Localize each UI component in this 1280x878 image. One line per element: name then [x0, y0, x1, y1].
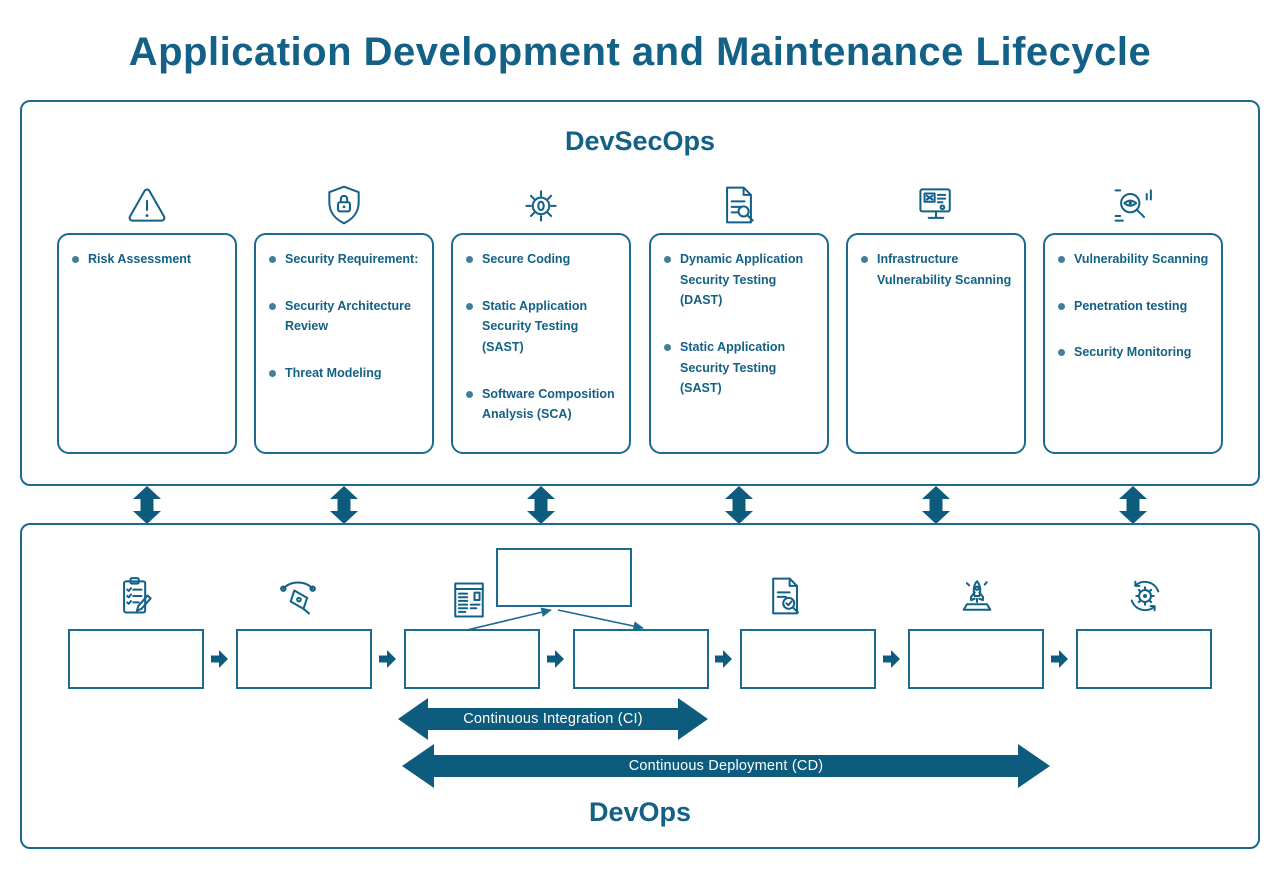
bullet-dot	[1058, 256, 1065, 263]
list-item: Static Application Security Testing (SAS…	[664, 337, 817, 399]
bullet-dot	[269, 302, 276, 310]
stage-box-7	[1076, 629, 1212, 689]
column-box-secure-coding: Secure Coding Static Application Securit…	[451, 233, 631, 454]
stage-flow-arrow	[715, 649, 733, 669]
bullet-dot	[1058, 302, 1065, 310]
stage-box-6	[908, 629, 1044, 689]
list-item: Threat Modeling	[269, 363, 422, 384]
devsecops-panel	[20, 100, 1260, 486]
cd-arrow: Continuous Deployment (CD)	[402, 744, 1050, 788]
stage-flow-arrow	[1051, 649, 1069, 669]
bullet-dot	[466, 302, 473, 310]
floating-box	[496, 548, 632, 607]
rocket-launch-icon	[955, 574, 999, 618]
ci-arrow: Continuous Integration (CI)	[398, 698, 708, 740]
stage-flow-arrow	[547, 649, 565, 669]
bidirectional-flow-arrow	[724, 486, 754, 524]
bullet-dot	[861, 256, 868, 263]
warning-triangle-icon	[125, 183, 169, 227]
bidirectional-flow-arrow	[921, 486, 951, 524]
stage-flow-arrow	[211, 649, 229, 669]
column-box-infrastructure-scanning: Infrastructure Vulnerability Scanning	[846, 233, 1026, 454]
bidirectional-flow-arrow	[329, 486, 359, 524]
test-document-icon	[764, 574, 808, 618]
monitor-scan-icon	[914, 183, 958, 227]
bullet-dot	[466, 390, 473, 398]
bullet-dot	[269, 256, 276, 263]
bidirectional-flow-arrow	[1118, 486, 1148, 524]
column-box-security-testing: Dynamic Application Security Testing (DA…	[649, 233, 829, 454]
stage-box-2	[236, 629, 372, 689]
list-item: Software Composition Analysis (SCA)	[466, 384, 619, 425]
column-box-monitoring: Vulnerability Scanning Penetration testi…	[1043, 233, 1223, 454]
list-item: Risk Assessment	[72, 249, 225, 270]
search-monitoring-icon	[1111, 183, 1155, 227]
list-item: Security Requirement:	[269, 249, 422, 270]
floating-box-connector-arrows	[466, 607, 644, 631]
list-item: Security Monitoring	[1058, 342, 1211, 363]
clipboard-plan-icon	[114, 574, 158, 618]
stage-flow-arrow	[883, 649, 901, 669]
bidirectional-flow-arrow	[526, 486, 556, 524]
cd-arrow-label: Continuous Deployment (CD)	[628, 758, 824, 774]
bullet-dot	[1058, 349, 1065, 357]
stage-box-3	[404, 629, 540, 689]
gear-sync-icon	[1123, 574, 1167, 618]
stage-box-1	[68, 629, 204, 689]
bullet-dot	[664, 256, 671, 263]
bidirectional-flow-arrow	[132, 486, 162, 524]
list-item: Static Application Security Testing (SAS…	[466, 296, 619, 358]
list-item: Vulnerability Scanning	[1058, 249, 1211, 270]
list-item: Secure Coding	[466, 249, 619, 270]
pen-tool-icon	[276, 574, 320, 618]
document-scan-icon	[717, 183, 761, 227]
list-item: Security Architecture Review	[269, 296, 422, 337]
devops-label: DevOps	[588, 797, 692, 827]
list-item: Infrastructure Vulnerability Scanning	[861, 249, 1014, 290]
stage-flow-arrow	[379, 649, 397, 669]
page-title: Application Development and Maintenance …	[128, 30, 1152, 74]
shield-lock-icon	[322, 183, 366, 227]
column-box-risk-assessment: Risk Assessment	[57, 233, 237, 454]
column-box-security-requirements: Security Requirement: Security Architect…	[254, 233, 434, 454]
bullet-dot	[664, 343, 671, 351]
devsecops-label: DevSecOps	[564, 126, 716, 156]
list-item: Penetration testing	[1058, 296, 1211, 317]
list-item: Dynamic Application Security Testing (DA…	[664, 249, 817, 311]
devops-panel	[20, 523, 1260, 849]
bug-icon	[519, 183, 563, 227]
stage-box-5	[740, 629, 876, 689]
ci-arrow-label: Continuous Integration (CI)	[463, 711, 643, 727]
stage-box-4	[573, 629, 709, 689]
bullet-dot	[269, 369, 276, 377]
bullet-dot	[466, 256, 473, 263]
bullet-dot	[72, 256, 79, 263]
